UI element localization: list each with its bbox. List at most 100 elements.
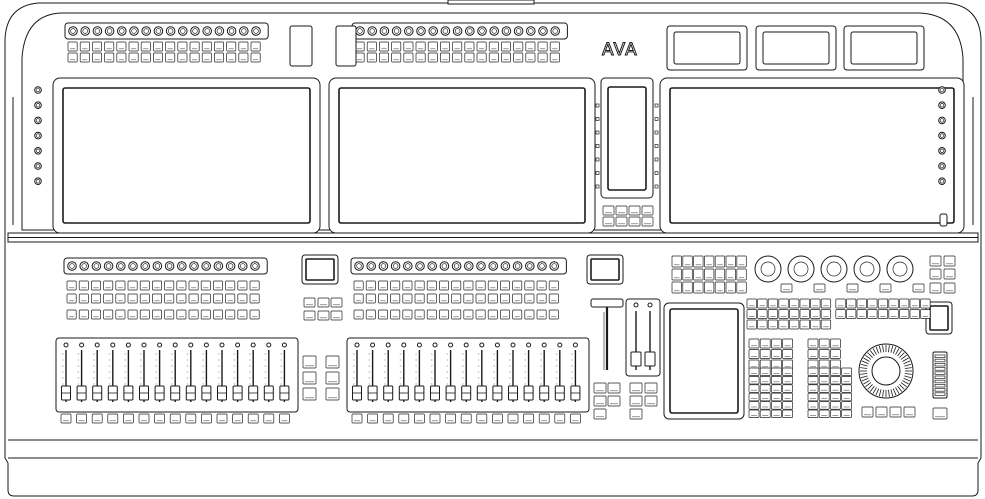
key-cap[interactable] bbox=[782, 367, 793, 376]
playback-key[interactable] bbox=[165, 41, 176, 52]
key-cap[interactable] bbox=[403, 52, 414, 63]
key-cap[interactable] bbox=[771, 376, 782, 385]
key-cap[interactable] bbox=[693, 281, 704, 294]
attribute-key[interactable] bbox=[835, 309, 846, 319]
channel-fader[interactable] bbox=[383, 342, 394, 402]
key-cap[interactable] bbox=[140, 41, 151, 52]
encoder-knob[interactable] bbox=[939, 118, 945, 123]
key-cap[interactable] bbox=[810, 319, 821, 330]
key-cap[interactable] bbox=[835, 298, 846, 309]
playback-key[interactable] bbox=[176, 293, 187, 304]
command-key[interactable] bbox=[771, 349, 782, 359]
key-cap[interactable] bbox=[877, 309, 889, 319]
center-function-key[interactable] bbox=[602, 205, 615, 216]
playback-key[interactable] bbox=[536, 293, 547, 304]
playback-key[interactable] bbox=[415, 41, 426, 52]
rotary-encoder[interactable] bbox=[440, 26, 451, 36]
playback-key[interactable] bbox=[128, 52, 139, 63]
key-cap[interactable] bbox=[525, 52, 536, 63]
key-cap[interactable] bbox=[464, 41, 475, 52]
rotary-encoder[interactable] bbox=[152, 261, 163, 271]
encoder-knob[interactable] bbox=[118, 263, 124, 269]
channel-fader[interactable] bbox=[61, 342, 71, 402]
channel-fader[interactable] bbox=[492, 342, 503, 402]
rotary-encoder[interactable] bbox=[366, 261, 377, 271]
attribute-key[interactable] bbox=[820, 319, 832, 330]
rotary-encoder[interactable] bbox=[201, 261, 211, 271]
key-cap[interactable] bbox=[929, 268, 942, 280]
encoder-knob[interactable] bbox=[939, 103, 945, 108]
key-cap[interactable] bbox=[536, 280, 547, 291]
key-cap[interactable] bbox=[899, 298, 910, 309]
attribute-key[interactable] bbox=[757, 309, 768, 319]
key-cap[interactable] bbox=[778, 319, 789, 330]
command-key[interactable] bbox=[771, 359, 782, 370]
key-cap[interactable] bbox=[200, 309, 211, 320]
playback-key[interactable] bbox=[365, 280, 376, 291]
encoder-knob[interactable] bbox=[155, 28, 162, 34]
key-cap[interactable] bbox=[250, 41, 261, 52]
key-cap[interactable] bbox=[164, 280, 175, 291]
key-cap[interactable] bbox=[867, 298, 878, 309]
key-cap[interactable] bbox=[771, 392, 782, 402]
key-cap[interactable] bbox=[379, 52, 389, 63]
playback-key[interactable] bbox=[139, 293, 150, 304]
attribute-wheel-key[interactable] bbox=[846, 283, 859, 293]
attribute-key[interactable] bbox=[778, 319, 789, 330]
key-cap[interactable] bbox=[128, 41, 139, 52]
numeric-key[interactable] bbox=[841, 392, 852, 402]
encoder-knob[interactable] bbox=[35, 103, 41, 108]
playback-key[interactable] bbox=[488, 41, 499, 52]
encoder-knob[interactable] bbox=[131, 28, 137, 34]
fader-flash-key[interactable] bbox=[232, 413, 243, 424]
encoder-knob[interactable] bbox=[369, 28, 375, 34]
key-cap[interactable] bbox=[782, 338, 793, 349]
key-cap[interactable] bbox=[813, 283, 826, 293]
numeric-key[interactable] bbox=[771, 384, 782, 393]
fader-page-key[interactable] bbox=[302, 355, 317, 369]
rotary-encoder[interactable] bbox=[79, 261, 89, 271]
key-cap[interactable] bbox=[759, 367, 771, 376]
playback-key[interactable] bbox=[249, 280, 260, 291]
key-cap[interactable] bbox=[570, 413, 581, 424]
key-cap[interactable] bbox=[807, 349, 819, 359]
attribute-wheel[interactable] bbox=[787, 255, 826, 293]
key-cap[interactable] bbox=[366, 41, 377, 52]
fader-flash-key[interactable] bbox=[523, 413, 534, 424]
side-encoder-left[interactable] bbox=[34, 131, 42, 140]
key-cap[interactable] bbox=[507, 413, 519, 424]
jog-wheel[interactable] bbox=[858, 343, 914, 399]
channel-fader[interactable] bbox=[232, 342, 243, 402]
rotary-encoder[interactable] bbox=[465, 26, 475, 36]
key-cap[interactable] bbox=[353, 280, 364, 291]
key-cap[interactable] bbox=[748, 367, 760, 376]
rotary-encoder[interactable] bbox=[452, 26, 463, 36]
go-control-key[interactable] bbox=[607, 382, 621, 394]
encoder-knob[interactable] bbox=[442, 28, 449, 34]
encoder-knob[interactable] bbox=[491, 28, 497, 34]
playback-key[interactable] bbox=[439, 309, 449, 320]
numeric-key[interactable] bbox=[841, 376, 852, 385]
key-cap[interactable] bbox=[548, 293, 559, 304]
key-cap[interactable] bbox=[115, 280, 126, 291]
attribute-key[interactable] bbox=[899, 309, 910, 319]
key-cap[interactable] bbox=[463, 293, 474, 304]
attribute-key[interactable] bbox=[877, 309, 889, 319]
encoder-knob[interactable] bbox=[514, 263, 521, 269]
fader-flash-key[interactable] bbox=[216, 413, 228, 424]
key-cap[interactable] bbox=[238, 41, 249, 52]
key-cap[interactable] bbox=[427, 52, 438, 63]
numeric-key[interactable] bbox=[818, 401, 830, 410]
key-cap[interactable] bbox=[67, 41, 78, 52]
blackout-key[interactable] bbox=[932, 407, 948, 420]
attribute-key[interactable] bbox=[920, 309, 931, 319]
rotary-encoder[interactable] bbox=[512, 261, 523, 271]
playback-key[interactable] bbox=[379, 52, 389, 63]
attribute-key[interactable] bbox=[778, 309, 789, 319]
playback-key[interactable] bbox=[66, 293, 77, 304]
key-cap[interactable] bbox=[214, 52, 224, 63]
rotary-encoder[interactable] bbox=[538, 26, 548, 36]
playback-key[interactable] bbox=[79, 52, 90, 63]
side-encoder-right[interactable] bbox=[938, 162, 946, 170]
key-cap[interactable] bbox=[682, 281, 693, 294]
